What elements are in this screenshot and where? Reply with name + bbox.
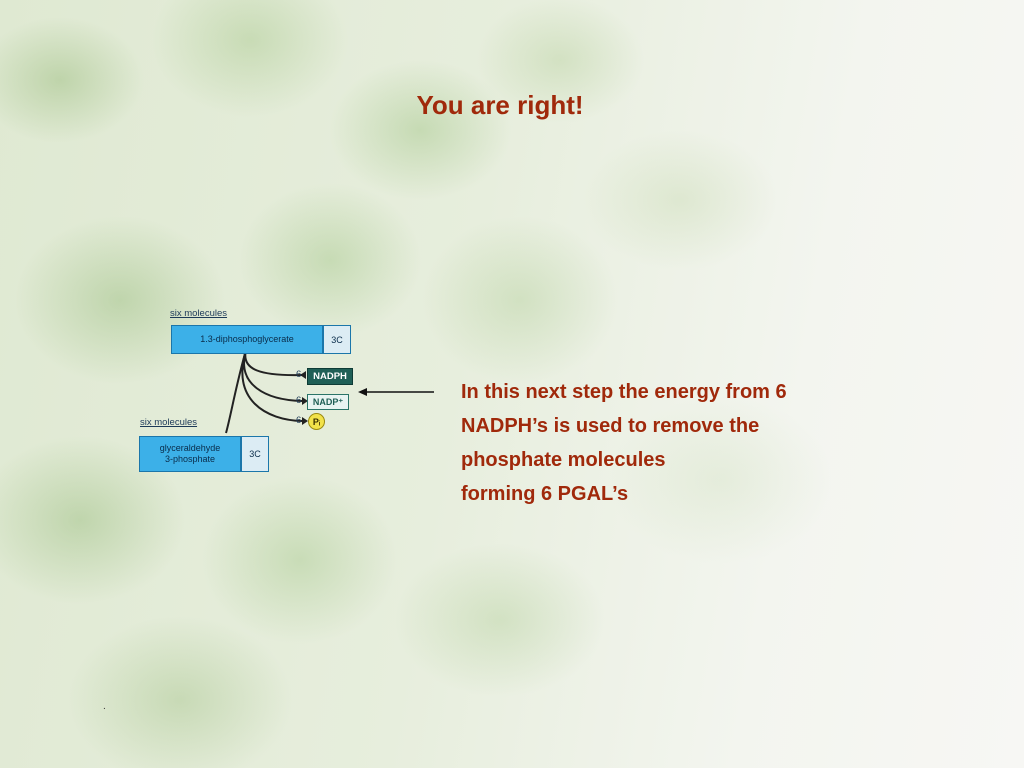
pi-text: Pᵢ: [312, 416, 321, 427]
bottom-molecules-label: six molecules: [140, 417, 198, 428]
arrowhead-nadph-in: [300, 371, 306, 379]
bottom-carbon-box: 3C: [241, 436, 269, 472]
connector-pi: [241, 349, 303, 422]
nadp-count: 6: [296, 395, 302, 406]
nadph-text: NADPH: [313, 371, 347, 382]
gp3-line1: glyceraldehyde: [159, 443, 221, 453]
explanation-line-3: phosphate molecules: [461, 449, 666, 471]
diphosphoglycerate-box: 1.3-diphosphoglycerate: [171, 325, 323, 354]
top-molecules-label: six molecules: [170, 308, 228, 319]
bottom-carbon-text: 3C: [249, 449, 261, 459]
calvin-cycle-diagram: six molecules 1.3-diphosphoglycerate 3C …: [136, 305, 366, 480]
connector-main: [225, 349, 247, 434]
nadp-badge: NADP⁺: [307, 394, 349, 410]
slide-title-text: You are right!: [416, 90, 584, 120]
footer-mark: .: [103, 701, 106, 712]
nadph-badge: NADPH: [307, 368, 353, 385]
top-carbon-text: 3C: [331, 334, 343, 345]
explanation-text: In this next step the energy from 6 NADP…: [461, 375, 891, 511]
explanation-line-2: NADPH’s is used to remove the: [461, 415, 760, 437]
pointer-arrow: [358, 388, 434, 396]
arrowhead-pi: [302, 417, 308, 425]
nadph-count: 6: [296, 369, 302, 380]
gp3-line2: 3-phosphate: [164, 454, 216, 464]
explanation-line-1: In this next step the energy from 6: [461, 381, 787, 403]
top-carbon-box: 3C: [323, 325, 351, 354]
slide-title: You are right!: [0, 90, 1000, 121]
phosphate-icon: Pᵢ: [308, 413, 325, 430]
explanation-line-4: forming 6 PGAL’s: [461, 483, 629, 505]
diphosphoglycerate-text: 1.3-diphosphoglycerate: [200, 334, 294, 344]
diagram-connectors: [225, 349, 308, 434]
gp3-box: glyceraldehyde 3-phosphate: [139, 436, 241, 472]
pi-count: 6: [296, 415, 302, 426]
arrowhead-nadp: [302, 397, 308, 405]
nadp-text: NADP⁺: [312, 396, 344, 407]
